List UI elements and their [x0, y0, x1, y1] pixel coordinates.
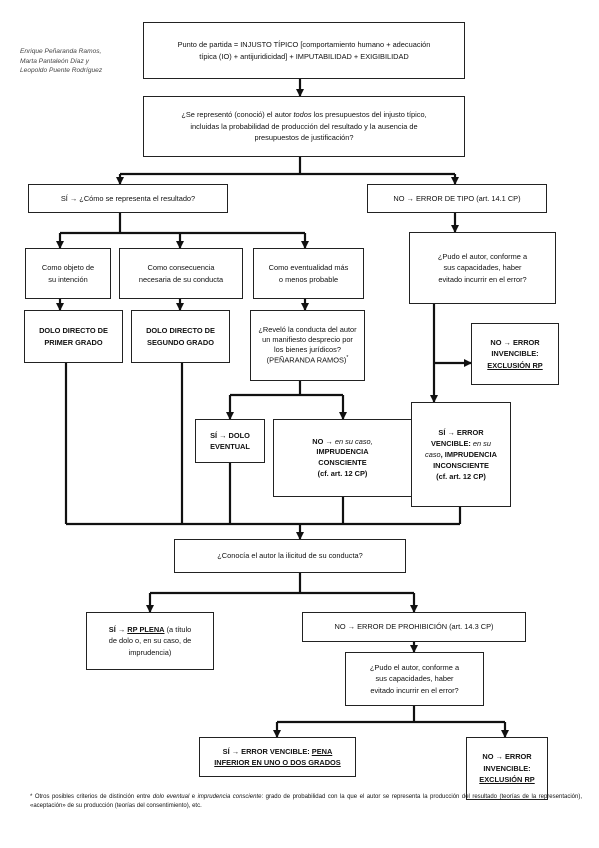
- node-text: EXCLUSIÓN RP: [487, 360, 543, 370]
- node-text: IMPRUDENCIA: [316, 447, 369, 457]
- node-text: caso, IMPRUDENCIA: [425, 449, 497, 460]
- node-text: típica (IO) + antijuridicidad] + IMPUTAB…: [199, 51, 409, 61]
- node-si-vencible-prohibicion: SÍ → ERROR VENCIBLE: PENA INFERIOR EN UN…: [199, 737, 356, 777]
- node-text: EVENTUAL: [210, 442, 250, 451]
- node-text: presupuestos de justificación?: [254, 133, 354, 143]
- author-line: Enrique Peñaranda Ramos,: [20, 48, 102, 55]
- node-text: necesaria de su conducta: [138, 274, 224, 284]
- node-text: DOLO DIRECTO DE: [146, 326, 215, 336]
- node-text-underlined: PENA: [311, 746, 333, 756]
- node-text: SÍ → ERROR VENCIBLE: PENA: [214, 746, 340, 757]
- node-question-evitable-prohibicion: ¿Pudo el autor, conforme a sus capacidad…: [345, 652, 484, 706]
- node-text: INCONSCIENTE: [433, 461, 489, 471]
- node-text: SÍ → ¿Cómo se representa el resultado?: [60, 193, 196, 203]
- node-text: ¿Se representó (conoció) el autor todos …: [181, 109, 426, 120]
- footnote-marker: *: [346, 355, 349, 362]
- node-text: de dolo o, en su caso, de: [108, 636, 192, 646]
- node-question-ilicitud: ¿Conocía el autor la ilicitud de su cond…: [174, 539, 406, 573]
- footnote-text: e: [189, 794, 198, 800]
- node-text: Como objeto de: [41, 263, 95, 273]
- node-text: ¿Pudo el autor, conforme a: [369, 662, 460, 672]
- node-no-error-tipo: NO → ERROR DE TIPO (art. 14.1 CP): [367, 184, 547, 213]
- node-text: incluidas la probabilidad de producción …: [190, 121, 418, 131]
- node-text: SÍ → RP PLENA (a título: [109, 624, 192, 635]
- node-text: VENCIBLE: en su: [425, 438, 497, 449]
- node-text-emphasis: todos: [293, 110, 312, 120]
- node-text: ¿Conocía el autor la ilicitud de su cond…: [217, 551, 363, 561]
- node-text-part: los presupuestos del injusto típico,: [311, 110, 427, 120]
- node-text-emphasis: en su: [472, 438, 491, 448]
- footnote-text: : grado de probabilidad con la que el au…: [30, 794, 582, 810]
- node-text: INFERIOR EN UNO O DOS GRADOS: [214, 758, 341, 767]
- node-dolo-segundo-grado: DOLO DIRECTO DE SEGUNDO GRADO: [131, 310, 230, 363]
- node-text: un manifiesto desprecio por: [262, 335, 353, 345]
- node-text: Como consecuencia: [147, 263, 215, 273]
- node-question-desprecio: ¿Reveló la conducta del autor un manifie…: [250, 310, 365, 381]
- node-text-part: VENCIBLE:: [431, 438, 473, 448]
- node-si-vencible-tipo: SÍ → ERROR VENCIBLE: en su caso, IMPRUDE…: [411, 402, 511, 507]
- node-text: NO → ERROR DE TIPO (art. 14.1 CP): [393, 193, 521, 203]
- node-text-emphasis: en su caso,: [334, 436, 373, 446]
- node-text-part: , IMPRUDENCIA: [440, 449, 497, 459]
- node-text: (cf. art. 12 CP): [317, 468, 368, 478]
- node-text: su intención: [48, 274, 88, 284]
- node-text-part: NO →: [312, 436, 335, 446]
- node-text: sus capacidades, haber: [443, 263, 522, 273]
- node-text-emphasis: caso: [425, 449, 441, 459]
- footnote-emphasis: imprudencia consciente: [197, 794, 262, 800]
- author-line: Marta Pantaleón Díaz y: [20, 57, 89, 65]
- node-no-invencible-prohibicion: NO → ERROR INVENCIBLE: EXCLUSIÓN RP: [466, 737, 548, 800]
- node-text: evitado incurrir en el error?: [370, 685, 459, 695]
- node-text: ¿Pudo el autor, conforme a: [437, 251, 528, 261]
- node-question-evitable-tipo: ¿Pudo el autor, conforme a sus capacidad…: [409, 232, 556, 304]
- node-error-prohibicion: NO → ERROR DE PROHIBICIÓN (art. 14.3 CP): [302, 612, 526, 642]
- node-no-invencible-tipo: NO → ERROR INVENCIBLE: EXCLUSIÓN RP: [471, 323, 559, 385]
- node-objeto-intencion: Como objeto de su intención: [25, 248, 111, 299]
- node-text: SÍ → ERROR: [438, 427, 484, 437]
- node-rp-plena: SÍ → RP PLENA (a título de dolo o, en su…: [86, 612, 214, 670]
- node-text: imprudencia): [128, 647, 172, 657]
- node-text: o menos probable: [278, 274, 339, 284]
- node-text: CONSCIENTE: [318, 458, 367, 467]
- footnote-emphasis: dolo eventual: [152, 794, 190, 800]
- node-text-part: ¿Se representó (conoció) el autor: [181, 110, 294, 120]
- node-text: INVENCIBLE:: [483, 763, 531, 773]
- node-text: los bienes jurídicos?: [274, 345, 341, 355]
- node-text: (cf. art. 12 CP): [436, 472, 486, 482]
- node-text: NO → ERROR DE PROHIBICIÓN (art. 14.3 CP): [334, 622, 494, 632]
- node-text: DOLO DIRECTO DE: [39, 326, 108, 336]
- node-text: sus capacidades, haber: [375, 674, 454, 684]
- node-text: ¿Reveló la conducta del autor: [258, 325, 357, 335]
- node-text-part: SÍ → ERROR VENCIBLE:: [222, 746, 312, 756]
- node-text: (PEÑARANDA RAMOS)*: [258, 355, 356, 365]
- node-text: PRIMER GRADO: [44, 337, 103, 347]
- node-text: evitado incurrir en el error?: [438, 274, 527, 284]
- node-question-representacion: ¿Se representó (conoció) el autor todos …: [143, 96, 465, 157]
- node-text-part: (a título: [164, 624, 192, 634]
- node-text-underlined: RP PLENA: [127, 624, 165, 634]
- node-si-resultado: SÍ → ¿Cómo se representa el resultado?: [28, 184, 228, 213]
- node-text: INVENCIBLE:: [491, 349, 539, 359]
- node-text: SEGUNDO GRADO: [147, 337, 214, 347]
- footnote: * Otros posibles criterios de distinción…: [30, 793, 582, 812]
- node-text: EXCLUSIÓN RP: [479, 775, 535, 785]
- node-imprudencia-consciente: NO → en su caso, IMPRUDENCIA CONSCIENTE …: [273, 419, 412, 497]
- node-dolo-primer-grado: DOLO DIRECTO DE PRIMER GRADO: [24, 310, 123, 363]
- node-text: Punto de partida = INJUSTO TÍPICO [compo…: [177, 40, 431, 50]
- node-dolo-eventual: SÍ → DOLO EVENTUAL: [195, 419, 265, 463]
- node-text: NO → ERROR: [490, 337, 540, 347]
- node-eventualidad: Como eventualidad más o menos probable: [253, 248, 364, 299]
- author-line: Leopoldo Puente Rodríguez: [20, 67, 103, 75]
- node-text: SÍ → DOLO: [210, 430, 250, 440]
- node-text-part: (PEÑARANDA RAMOS): [266, 355, 347, 365]
- node-text: Como eventualidad más: [268, 263, 349, 273]
- node-text: NO → en su caso,: [312, 437, 372, 448]
- footnote-text: * Otros posibles criterios de distinción…: [30, 794, 153, 800]
- node-text: NO → ERROR: [482, 752, 532, 762]
- node-text-part: SÍ →: [108, 624, 128, 634]
- node-consecuencia-necesaria: Como consecuencia necesaria de su conduc…: [119, 248, 243, 299]
- node-start: Punto de partida = INJUSTO TÍPICO [compo…: [143, 22, 465, 79]
- author-credit: Enrique Peñaranda Ramos, Marta Pantaleón…: [20, 47, 102, 76]
